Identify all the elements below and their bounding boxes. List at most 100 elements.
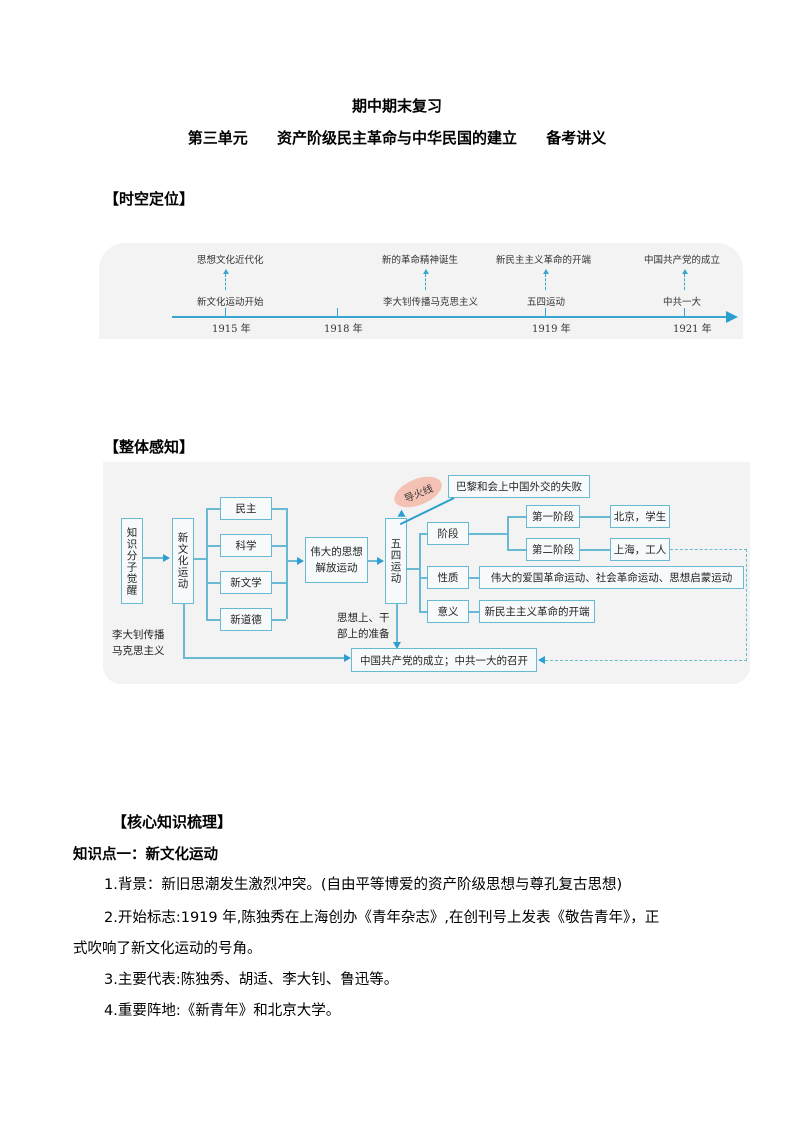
box-paris-peace-conference: 巴黎和会上中国外交的失败: [448, 475, 590, 498]
section-heading-overview: 【整体感知】: [104, 438, 195, 456]
arrow-up-icon: [682, 269, 688, 274]
knowledge-point-title: 知识点一：新文化运动: [73, 846, 218, 863]
connector: [272, 508, 286, 510]
connector: [286, 508, 288, 619]
timeline-tick: [225, 308, 226, 316]
connector: [272, 582, 286, 584]
arrow-up-icon: [543, 269, 549, 274]
subtitle-type: 备考讲义: [546, 129, 607, 147]
arrow-right-icon: [377, 557, 384, 565]
connector: [368, 560, 378, 562]
connector: [507, 516, 509, 550]
subtitle-topic: 资产阶级民主革命与中华民国的建立: [276, 129, 517, 147]
document-subtitle: 第三单元 资产阶级民主革命与中华民国的建立 备考讲义: [0, 127, 794, 148]
box-science: 科学: [220, 534, 272, 557]
arrow-right-icon: [344, 654, 351, 662]
connector: [272, 545, 286, 547]
connector: [469, 611, 479, 613]
connector: [419, 533, 421, 611]
timeline-dash: [545, 274, 546, 290]
connector: [407, 568, 419, 570]
connector: [206, 508, 220, 510]
box-stage-two-detail: 上海，工人: [610, 538, 670, 561]
timeline-tick: [684, 308, 685, 316]
connector: [206, 582, 220, 584]
box-stage-two: 第二阶段: [526, 538, 580, 561]
timeline-significance-1919: 新民主主义革命的开端: [496, 255, 592, 266]
connector: [183, 657, 345, 659]
box-may-fourth-movement: 五四运动: [385, 518, 407, 604]
box-new-culture-movement: 新文化运动: [172, 518, 194, 604]
note-li-line1: 李大钊传播: [112, 629, 165, 641]
section-heading-core: 【核心知识梳理】: [112, 813, 233, 831]
dashed-connector: [746, 549, 747, 661]
connector: [396, 604, 398, 644]
timeline-panel: [99, 243, 743, 339]
arrow-down-icon: [393, 642, 401, 649]
timeline-tick: [337, 308, 338, 316]
timeline-dash: [684, 274, 685, 290]
box-intellectual-awakening: 知识分子觉醒: [121, 518, 143, 604]
dashed-connector: [670, 549, 747, 550]
timeline-dash: [425, 274, 426, 290]
timeline-axis: [172, 316, 728, 318]
timeline-year-1918: 1918 年: [324, 324, 363, 335]
arrow-up-icon: [223, 269, 229, 274]
section-heading-spacetime: 【时空定位】: [104, 190, 195, 208]
connector: [206, 508, 208, 619]
document-title: 期中期末复习: [351, 97, 442, 115]
knowledge-item-1: 1.背景：新旧思潮发生激烈冲突。(自由平等博爱的资产阶级思想与尊孔复古思想): [104, 877, 623, 893]
note-prep-line2: 部上的准备: [337, 628, 390, 640]
box-new-literature: 新文学: [220, 571, 272, 594]
arrow-left-icon: [538, 656, 545, 664]
box-significance-detail: 新民主主义革命的开端: [479, 600, 595, 623]
arrow-right-icon: [163, 554, 170, 562]
timeline-arrow-icon: [726, 311, 738, 323]
timeline-event-1921: 中共一大: [663, 297, 702, 308]
timeline-event-1915: 新文化运动开始: [197, 297, 264, 308]
arrow-up-icon: [423, 269, 429, 274]
connector: [272, 619, 286, 621]
timeline-year-1915: 1915 年: [212, 324, 251, 335]
connector: [194, 558, 206, 560]
connector: [183, 604, 185, 658]
timeline-event-1919: 五四运动: [527, 297, 566, 308]
connector: [206, 619, 220, 621]
timeline-dash: [225, 274, 226, 290]
box-nature-detail: 伟大的爱国革命运动、社会革命运动、思想启蒙运动: [479, 566, 744, 589]
connector: [580, 549, 610, 551]
connector: [206, 545, 220, 547]
note-li-line2: 马克思主义: [112, 645, 165, 657]
dashed-connector: [545, 660, 747, 661]
subtitle-unit: 第三单元: [187, 129, 248, 147]
timeline-year-1921: 1921 年: [673, 324, 712, 335]
box-new-morality: 新道德: [220, 608, 272, 631]
box-democracy: 民主: [220, 497, 272, 520]
arrow-right-icon: [297, 557, 304, 565]
connector: [507, 516, 526, 518]
box-stages: 阶段: [427, 522, 469, 545]
timeline-significance-1921: 中国共产党的成立: [644, 255, 721, 266]
box-cpc-founding: 中国共产党的成立；中共一大的召开: [351, 648, 537, 672]
box-nature: 性质: [427, 566, 469, 589]
box-thought-liberation: 伟大的思想解放运动: [305, 537, 368, 583]
timeline-significance-1918: 新的革命精神诞生: [382, 255, 459, 266]
connector: [286, 560, 298, 562]
connector: [580, 516, 610, 518]
connector: [419, 611, 427, 613]
connector: [507, 549, 526, 551]
timeline-tick: [545, 308, 546, 316]
connector: [469, 577, 479, 579]
connector: [143, 557, 165, 559]
box-significance: 意义: [427, 600, 469, 623]
knowledge-item-2: 2.开始标志:1919 年,陈独秀在上海创办《青年杂志》,在创刊号上发表《敬告青…: [104, 910, 660, 926]
box-stage-one-detail: 北京，学生: [610, 505, 670, 528]
knowledge-item-4: 4.重要阵地:《新青年》和北京大学。: [104, 1003, 341, 1019]
connector: [469, 533, 507, 535]
connector: [419, 577, 427, 579]
box-stage-one: 第一阶段: [526, 505, 580, 528]
knowledge-item-2-cont: 式吹响了新文化运动的号角。: [73, 941, 262, 957]
note-prep-line1: 思想上、干: [337, 612, 390, 624]
knowledge-item-3: 3.主要代表:陈独秀、胡适、李大钊、鲁迅等。: [104, 972, 399, 988]
connector: [419, 533, 427, 535]
